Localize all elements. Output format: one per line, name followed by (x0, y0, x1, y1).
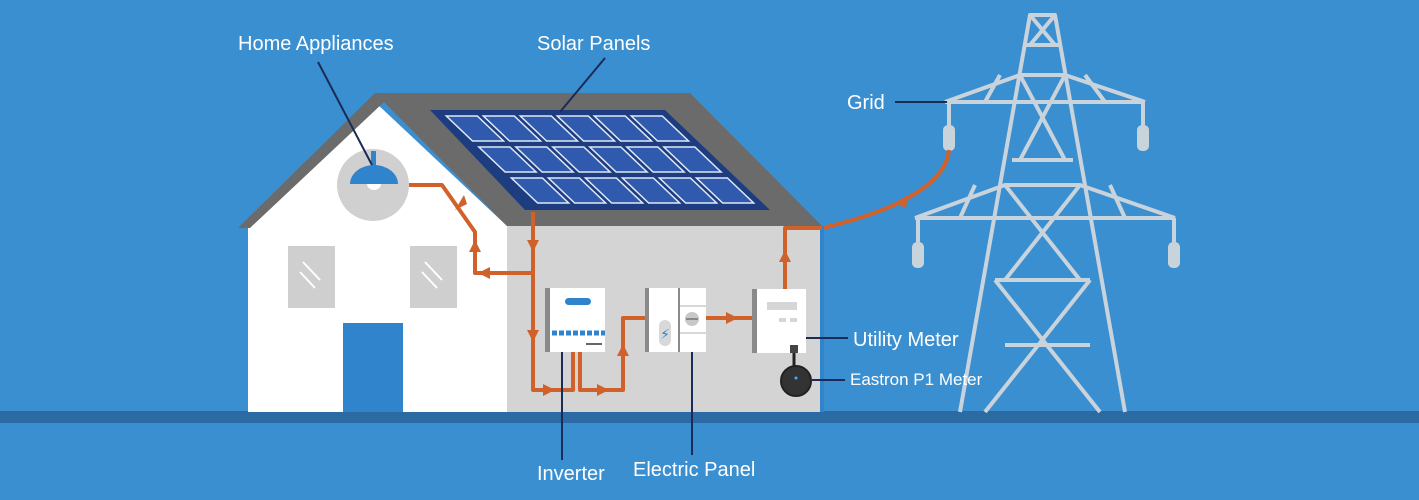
door (343, 323, 403, 412)
eastron-p1-meter-device (780, 345, 812, 397)
solar-cell (657, 177, 719, 204)
label-grid: Grid (847, 92, 885, 114)
solar-cell (555, 115, 617, 142)
solar-cell (509, 177, 571, 204)
window (410, 246, 457, 308)
inverter-device (545, 288, 605, 352)
transmission-tower (912, 13, 1180, 414)
power-wires (409, 183, 822, 396)
solar-cell (518, 115, 580, 142)
label-eastron-p1-meter: Eastron P1 Meter (850, 370, 983, 389)
label-solar-panels: Solar Panels (537, 33, 650, 55)
solar-cell (513, 146, 575, 173)
solar-cell (592, 115, 654, 142)
solar-cell (444, 115, 506, 142)
home-appliance-lamp-icon (337, 149, 409, 221)
electric-panel-device: ⚡ (645, 288, 706, 352)
solar-cell (624, 146, 686, 173)
label-electric-panel: Electric Panel (633, 459, 755, 481)
ground-line (0, 411, 1419, 423)
label-home-appliances: Home Appliances (238, 33, 394, 55)
svg-text:⚡: ⚡ (660, 327, 670, 343)
solar-cell (476, 146, 538, 173)
house-main (248, 102, 507, 412)
solar-cell (587, 146, 649, 173)
solar-cell (661, 146, 723, 173)
solar-cell (583, 177, 645, 204)
solar-cell (481, 115, 543, 142)
solar-cell (620, 177, 682, 204)
solar-cell (629, 115, 691, 142)
label-inverter: Inverter (537, 463, 605, 485)
window (288, 246, 335, 308)
label-utility-meter: Utility Meter (853, 329, 959, 351)
utility-meter-device (752, 289, 806, 353)
solar-cell (550, 146, 612, 173)
solar-cell (546, 177, 608, 204)
solar-cell (694, 177, 756, 204)
